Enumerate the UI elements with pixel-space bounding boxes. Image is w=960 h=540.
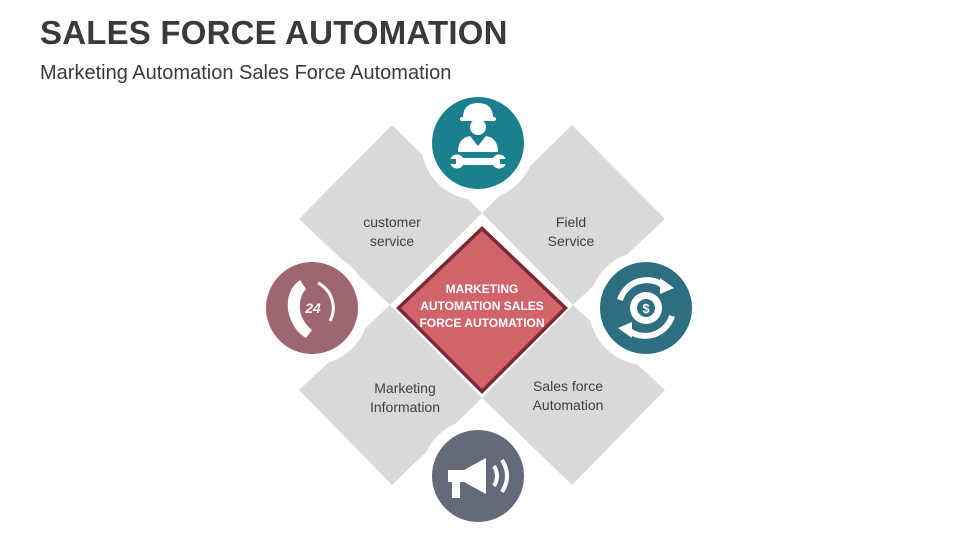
quadrant-label-customer-service: customer service (322, 213, 462, 251)
dollar-sign: $ (642, 301, 650, 316)
slide-subtitle: Marketing Automation Sales Force Automat… (40, 62, 452, 84)
quadrant-label-line: Sales force (532, 378, 604, 394)
slide-title: SALES FORCE AUTOMATION (40, 14, 508, 51)
quadrant-label-line: customer (363, 214, 421, 230)
center-diamond (401, 231, 563, 389)
quadrant-label-sales-force-automation: Sales force Automation (498, 377, 638, 415)
quadrant-label-line: Service (547, 233, 595, 249)
center-label: MARKETING AUTOMATION SALES FORCE AUTOMAT… (404, 281, 560, 332)
quadrant-label-line: Information (369, 399, 441, 415)
dollar-gear-cycle-icon: $ (600, 262, 692, 354)
quadrant-label-line: service (369, 233, 415, 249)
center-label-line: MARKETING (445, 282, 519, 296)
center-label-line: FORCE AUTOMATION (419, 316, 545, 330)
quadrant-label-line: Field (555, 214, 587, 230)
engineer-wrench-icon (432, 97, 524, 189)
quadrant-label-marketing-information: Marketing Information (335, 379, 475, 417)
phone-24-icon: 24 (266, 262, 358, 354)
megaphone-icon (432, 430, 524, 522)
quadrant-label-field-service: Field Service (501, 213, 641, 251)
center-label-line: AUTOMATION SALES (420, 299, 544, 313)
quadrant-label-line: Marketing (374, 380, 436, 396)
quadrant-label-line: Automation (532, 397, 604, 413)
phone-24-text: 24 (304, 300, 321, 316)
